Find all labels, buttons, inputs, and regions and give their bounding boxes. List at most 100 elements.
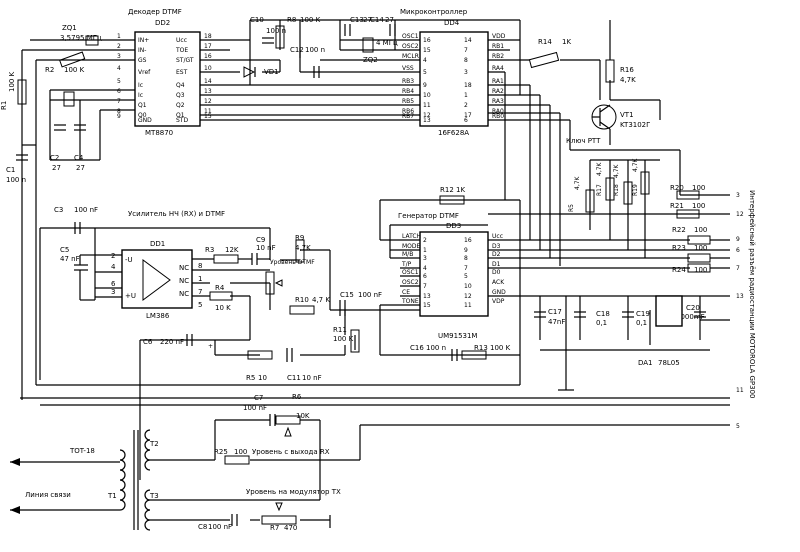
svg-text:1000mF: 1000mF: [676, 313, 705, 321]
dd3-pin-name: 4: [423, 265, 427, 272]
svg-text:78L05: 78L05: [658, 359, 680, 367]
svg-text:100 K: 100 K: [8, 71, 16, 92]
dd3-ref: DD3: [446, 222, 461, 230]
svg-text:R11: R11: [333, 326, 347, 334]
svg-text:27: 27: [385, 16, 394, 24]
svg-text:10 K: 10 K: [215, 304, 231, 312]
dd3-pin-number: M/B: [402, 251, 413, 258]
dd2-pin-name: GS: [138, 57, 147, 64]
svg-text:+: +: [208, 343, 213, 350]
dd4-title: Микроконтроллер: [400, 8, 468, 16]
dd4-pin-number: RB2: [492, 53, 504, 60]
dd3-title: Генератор DTMF: [398, 212, 459, 220]
svg-text:DA1: DA1: [638, 359, 653, 367]
dd3-pin-number: GND: [492, 289, 506, 296]
svg-text:ZQ2: ZQ2: [363, 56, 378, 64]
svg-text:R21: R21: [670, 202, 684, 210]
dd3-pin-number: Ucc: [492, 233, 503, 240]
svg-text:10: 10: [258, 374, 267, 382]
dd4-pin-name: 14: [464, 37, 472, 44]
dd4-pin-number: OSC1: [402, 33, 419, 40]
dd4-pin-name: 9: [423, 82, 427, 89]
dd4-pin-number: RB3: [402, 78, 414, 85]
dd4-pin-name: 17: [464, 112, 472, 119]
svg-text:T3: T3: [149, 492, 159, 500]
dd2-pin-number: 2: [117, 43, 121, 50]
svg-text:C20: C20: [686, 304, 700, 312]
dd3-pin-number: CE: [402, 289, 410, 296]
dd4-pin-number: RB1: [492, 43, 504, 50]
svg-text:100 nF: 100 nF: [74, 206, 98, 214]
dd4-pin-name: 6: [464, 117, 468, 124]
dd2-pin-name: Q3: [176, 92, 185, 99]
svg-text:R4: R4: [215, 284, 225, 292]
svg-text:NC: NC: [179, 290, 189, 298]
svg-text:R7: R7: [270, 524, 279, 532]
svg-text:R25: R25: [214, 448, 228, 456]
svg-text:R13: R13: [474, 344, 488, 352]
dd3-pin-name: 10: [464, 283, 472, 290]
dd4-pin-name: 5: [423, 69, 427, 76]
svg-text:R23: R23: [672, 244, 686, 252]
svg-text:100 K: 100 K: [333, 335, 354, 343]
dd4-pin-number: RA0: [492, 108, 504, 115]
dd2-pin-name: ST/GT: [176, 57, 194, 64]
dd3-pin-number: D0: [492, 269, 501, 276]
dd1-title: Усилитель НЧ (RX) и DTMF: [128, 210, 225, 218]
svg-text:C11: C11: [287, 374, 301, 382]
svg-text:27: 27: [363, 16, 372, 24]
svg-text:NC: NC: [179, 264, 189, 272]
svg-text:KT3102Г: KT3102Г: [620, 121, 650, 129]
dd4-pin-number: VSS: [402, 65, 414, 72]
svg-text:VD1: VD1: [264, 68, 279, 76]
svg-text:C19: C19: [636, 310, 650, 318]
svg-text:220 nF: 220 nF: [160, 338, 184, 346]
dd4-pin-number: RB5: [402, 98, 414, 105]
svg-text:C6: C6: [143, 338, 153, 346]
dd3-pin-number: TONE: [401, 298, 419, 305]
dd4-pin-name: 1: [464, 92, 468, 99]
connector-pin-3: 3: [736, 192, 740, 199]
dd3-pin-number: LATCH: [402, 233, 421, 240]
svg-text:R6: R6: [292, 393, 302, 401]
svg-text:C12: C12: [290, 46, 304, 54]
svg-text:T1: T1: [107, 492, 117, 500]
svg-text:100 K: 100 K: [490, 344, 511, 352]
dd3-pin-name: 2: [423, 237, 427, 244]
dd2-pin-number: 9: [117, 113, 121, 120]
dd2-pin-number: 8: [117, 108, 121, 115]
dd2-pin-number: 12: [204, 98, 212, 105]
svg-text:100 nF: 100 nF: [243, 404, 267, 412]
svg-text:100: 100: [694, 266, 707, 274]
dd2-pin-name: Q1: [176, 112, 185, 119]
dd3-pin-name: 8: [464, 255, 468, 262]
dd4-pin-name: 8: [464, 57, 468, 64]
dd4-pin-name: 11: [423, 102, 431, 109]
svg-text:100 n: 100 n: [305, 46, 325, 54]
svg-text:4,7K: 4,7K: [596, 161, 603, 176]
svg-text:100 n: 100 n: [6, 176, 26, 184]
dd2-pin-number: 17: [204, 43, 212, 50]
svg-text:R10: R10: [295, 296, 309, 304]
svg-text:100: 100: [692, 184, 705, 192]
dd2-pin-name: EST: [176, 69, 188, 76]
svg-text:4,7K: 4,7K: [632, 157, 639, 172]
svg-text:C10: C10: [250, 16, 264, 24]
svg-text:100: 100: [694, 226, 707, 234]
svg-text:12K: 12K: [225, 246, 239, 254]
dd2-pin-name: TOE: [175, 47, 188, 54]
svg-text:NC: NC: [179, 277, 189, 285]
svg-text:+U: +U: [125, 292, 136, 300]
svg-text:7: 7: [198, 288, 202, 296]
svg-text:R16: R16: [620, 66, 634, 74]
svg-text:R1: R1: [0, 101, 8, 110]
svg-text:10 nF: 10 nF: [302, 374, 322, 382]
svg-text:2: 2: [111, 252, 115, 260]
svg-text:10K: 10K: [296, 412, 310, 420]
dd3-pin-number: MODE: [402, 243, 421, 250]
dd3-pin-name: 11: [464, 302, 472, 309]
svg-text:R18: R18: [613, 184, 620, 196]
